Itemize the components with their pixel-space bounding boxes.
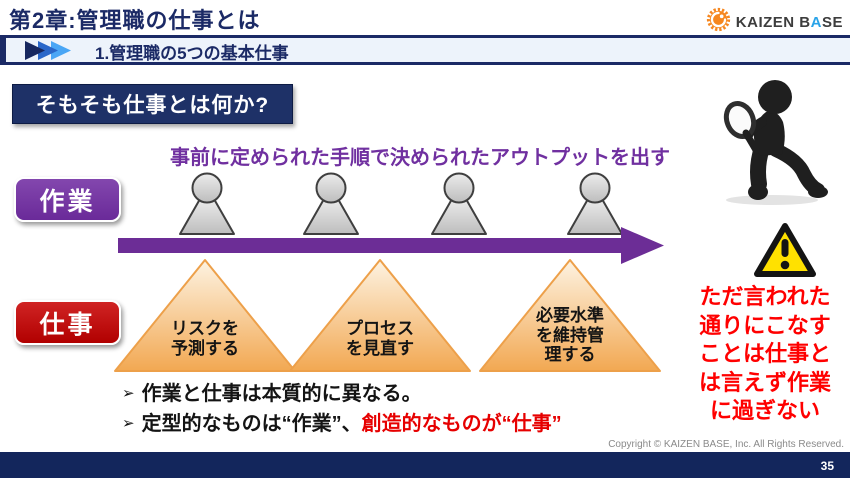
logo-text: KAIZEN BASE [735, 13, 843, 31]
arrow-bullet-icon: ➢ [122, 415, 135, 432]
person-icon [300, 172, 362, 236]
question-banner: そもそも仕事とは何か? [12, 84, 293, 124]
flow-arrow [118, 225, 666, 270]
inspector-figure-icon [706, 78, 830, 211]
chapter-title: 第2章:管理職の仕事とは [9, 8, 261, 33]
kaizen-base-logo: KAIZEN BASE [706, 7, 843, 37]
bullet-line-2: ➢定型的なものは“作業”、創造的なものが“仕事” [122, 413, 562, 435]
callout-text: ただ言われた 通りにこなす ことは仕事と は言えず作業 に過ぎない [698, 284, 831, 423]
section-bar: 1.管理職の5つの基本仕事 [0, 35, 850, 65]
definition-text: 事前に定められた手順で決められたアウトプットを出す [170, 147, 670, 169]
bullet-notes: ➢作業と仕事は本質的に異なる。 ➢定型的なものは“作業”、創造的なものが“仕事” [122, 380, 562, 440]
person-icon [428, 172, 490, 236]
triangle-text-risk: リスクを 予測する [171, 319, 239, 358]
warning-icon [753, 221, 817, 286]
triangle-text-standard: 必要水準 を維持管 理する [536, 306, 604, 364]
copyright-text: Copyright © KAIZEN BASE, Inc. All Rights… [608, 439, 844, 450]
gear-logo-icon [706, 7, 731, 37]
page-number: 35 [820, 459, 834, 473]
label-shigoto: 仕事 [14, 300, 121, 345]
bullet-line-1: ➢作業と仕事は本質的に異なる。 [122, 383, 422, 405]
section-bar-left-cap [0, 38, 6, 62]
label-sagyou: 作業 [14, 177, 121, 222]
triangle-text-process: プロセス を見直す [346, 319, 414, 358]
arrow-bullet-icon: ➢ [122, 385, 135, 402]
person-icon [564, 172, 626, 236]
chevrons-icon [25, 41, 83, 65]
triangle-shapes [105, 257, 670, 380]
person-icon [176, 172, 238, 236]
section-label: 1.管理職の5つの基本仕事 [95, 44, 289, 63]
footer-bar [0, 452, 850, 478]
